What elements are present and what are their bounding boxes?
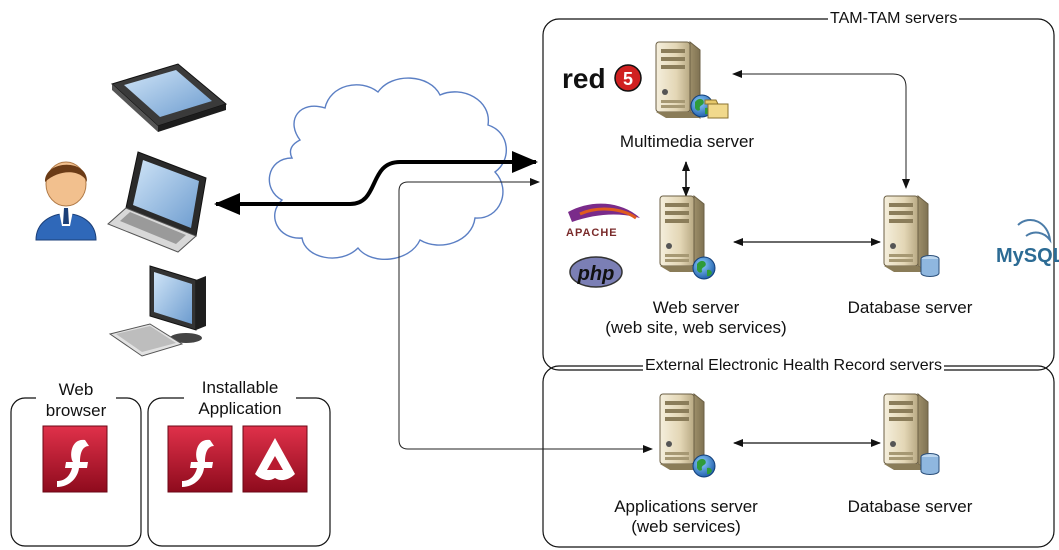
svg-text:APACHE: APACHE	[566, 227, 618, 239]
laptop-icon	[107, 151, 207, 253]
installable-app-label: Installable Application	[184, 377, 296, 419]
database-server-label: Database server	[847, 298, 973, 317]
svg-text:5: 5	[623, 69, 633, 89]
client-connection-line	[214, 151, 538, 215]
svg-text:MySQL: MySQL	[996, 245, 1059, 267]
external-database-server-icon	[883, 393, 940, 475]
tablet-icon	[111, 63, 228, 132]
red5-logo: red 5	[562, 63, 642, 94]
database-server-icon	[883, 195, 940, 277]
adobe-air-icon	[242, 425, 308, 493]
multimedia-db-connection	[732, 70, 910, 189]
svg-text:red: red	[562, 63, 606, 94]
applications-server-icon	[659, 393, 716, 478]
apache-logo: APACHE	[566, 203, 640, 239]
php-logo: php	[569, 256, 623, 288]
web-server-icon	[659, 195, 716, 280]
web-browser-label-line2: browser	[45, 401, 107, 420]
web-server-label-line1: Web server	[652, 298, 740, 317]
web-browser-label-line1: Web	[58, 380, 94, 399]
flash-icon	[42, 425, 108, 493]
desktop-icon	[108, 265, 206, 357]
multimedia-server-icon	[655, 41, 729, 119]
installable-app-label-line1: Installable	[201, 378, 279, 397]
flash-icon	[167, 425, 233, 493]
cloud-icon	[268, 77, 508, 260]
external-database-server-label: Database server	[847, 497, 973, 516]
web-server-label-line2: (web site, web services)	[605, 318, 787, 337]
web-browser-label: Web browser	[36, 379, 116, 421]
svg-text:php: php	[577, 263, 615, 285]
applications-server-label-line1: Applications server	[614, 497, 758, 516]
installable-app-label-line2: Application	[198, 399, 282, 418]
mysql-logo: MySQL	[996, 219, 1059, 267]
multimedia-server-label: Multimedia server	[619, 132, 755, 151]
external-group-title: External Electronic Health Record server…	[643, 357, 945, 375]
user-icon	[35, 161, 97, 241]
web-server-label: Web server (web site, web services)	[576, 298, 816, 338]
tamtam-group-title: TAM-TAM servers	[828, 10, 960, 28]
applications-server-label-line2: (web services)	[631, 517, 741, 536]
applications-server-label: Applications server (web services)	[586, 497, 786, 537]
